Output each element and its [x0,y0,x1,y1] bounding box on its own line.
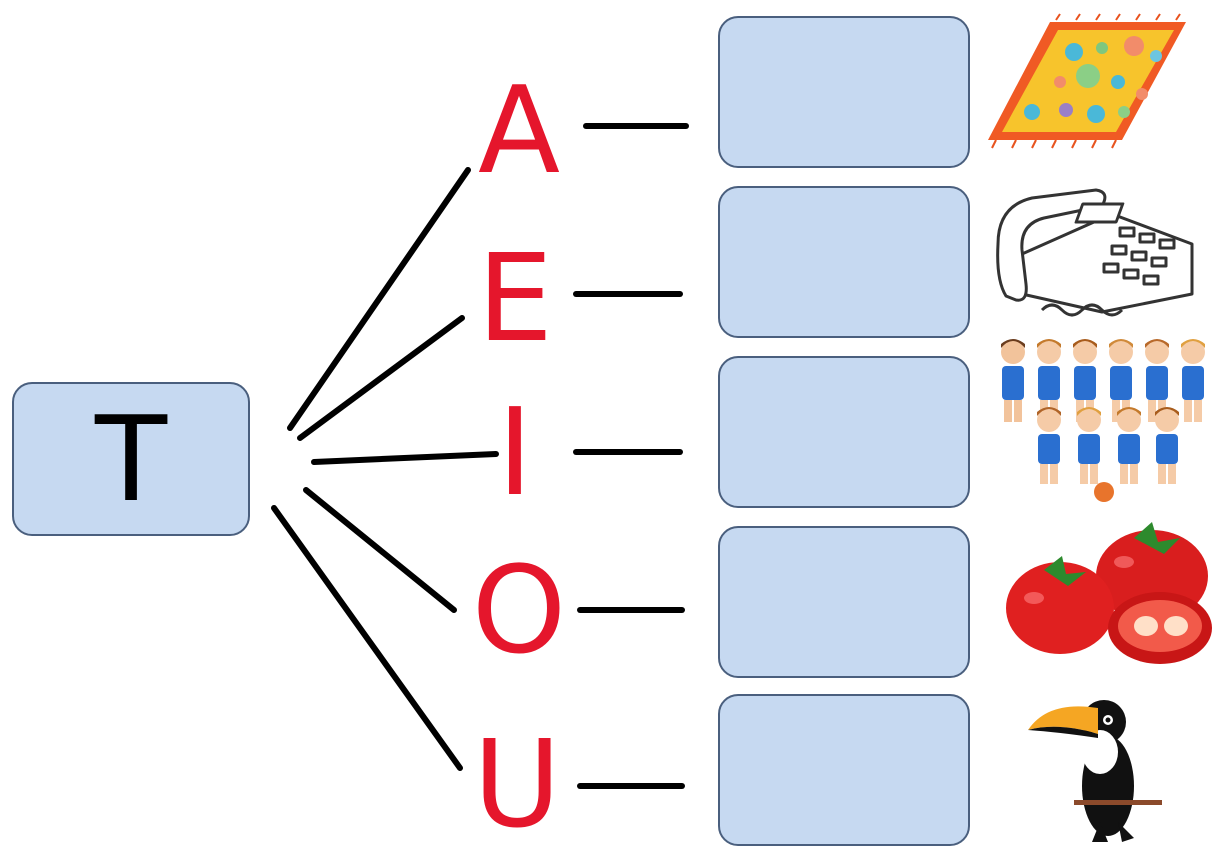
answer-box-a[interactable] [718,16,970,168]
branch-line-i [311,451,499,465]
tomato-icon [1006,522,1212,664]
start-letter-box [12,382,250,536]
start-letter: T [94,390,168,528]
toucan-icon [1018,692,1172,846]
team-icon [1001,339,1205,502]
branch-line-u [271,505,463,771]
branch-line-o [303,487,457,613]
rug-icon [988,13,1186,149]
answer-box-i[interactable] [718,356,970,508]
vowel-o: O [471,542,567,681]
telephone-icon [996,188,1194,317]
answer-box-e[interactable] [718,186,970,338]
vowel-u: U [473,716,561,855]
vowel-e: E [477,230,553,369]
branch-line-e [297,315,465,441]
vowel-i: I [497,384,533,523]
branch-line-a [287,167,471,431]
answer-box-o[interactable] [718,526,970,678]
answer-box-u[interactable] [718,694,970,846]
vowel-a: A [477,62,561,201]
